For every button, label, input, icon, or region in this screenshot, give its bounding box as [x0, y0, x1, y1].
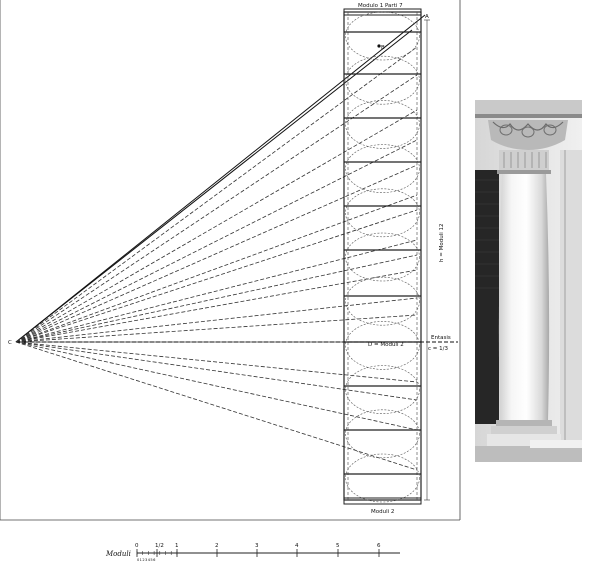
dashed-ray [15, 239, 418, 343]
solid-ray [15, 29, 413, 343]
module-ellipse [345, 409, 420, 459]
sheet-frame [0, 0, 461, 521]
base-band [343, 497, 422, 505]
module-ellipse [345, 232, 420, 282]
dashed-ray [15, 341, 418, 431]
height-label: h = Moduli 12 [439, 224, 445, 262]
dashed-ray [15, 139, 418, 343]
scale-tick-label: 3 [255, 543, 259, 549]
dashed-ray [15, 46, 418, 343]
top-module-label: Modulo 1 Parti 7 [358, 3, 403, 9]
dashed-ray [15, 254, 418, 343]
scale-subticks: 0123456 [137, 558, 156, 562]
module-ellipse [345, 365, 420, 414]
dashed-ray [15, 269, 418, 343]
point-a-label: A [425, 14, 429, 20]
module-ellipse [345, 144, 420, 193]
scale-tick-label: 6 [377, 543, 381, 549]
module-ellipse [345, 188, 420, 238]
point-b-marker [377, 44, 381, 48]
dashed-ray [15, 341, 418, 471]
solid-ray [15, 14, 426, 343]
brick-wall [475, 170, 499, 424]
diameter-label: D = Moduli 2 [368, 342, 404, 348]
module-ellipses [345, 11, 420, 503]
column-photograph [475, 100, 582, 462]
dashed-ray [15, 341, 418, 383]
dashed-ray [15, 194, 418, 343]
scale-title: Moduli [105, 550, 131, 558]
dashed-ray [15, 341, 418, 401]
point-c-label: C [8, 340, 12, 346]
scale-tick-label: 4 [295, 543, 299, 549]
dashed-ray [15, 74, 418, 343]
bottom-module-label: Moduli 2 [371, 509, 394, 515]
scale-tick-label: 1/2 [155, 543, 164, 549]
capital-band [343, 8, 422, 16]
dashed-ray [15, 109, 418, 343]
entasis-title: Entasis [431, 335, 451, 341]
module-scale: Moduli 0 1/2 1 2 3 4 5 6 0123456 [105, 543, 400, 562]
dashed-ray [15, 297, 418, 343]
entasis-ratio: c = 1/3 [428, 346, 448, 352]
scale-tick-label: 5 [336, 543, 340, 549]
module-ellipse [345, 321, 420, 370]
module-ellipse [345, 11, 420, 61]
module-ellipse [345, 276, 420, 326]
construction-rays [15, 14, 426, 471]
column-elevation [18, 8, 458, 505]
dashed-ray [15, 209, 418, 343]
module-ellipse [345, 100, 420, 149]
module-ellipse [345, 55, 420, 105]
scale-tick-label: 2 [215, 543, 219, 549]
scale-tick-label: 0 [135, 543, 139, 549]
dashed-ray [15, 314, 418, 343]
point-b-label: B [381, 45, 385, 51]
scale-tick-label: 1 [175, 543, 179, 549]
dashed-ray [15, 164, 418, 343]
module-ellipse [345, 453, 420, 503]
height-dimension [424, 19, 430, 501]
